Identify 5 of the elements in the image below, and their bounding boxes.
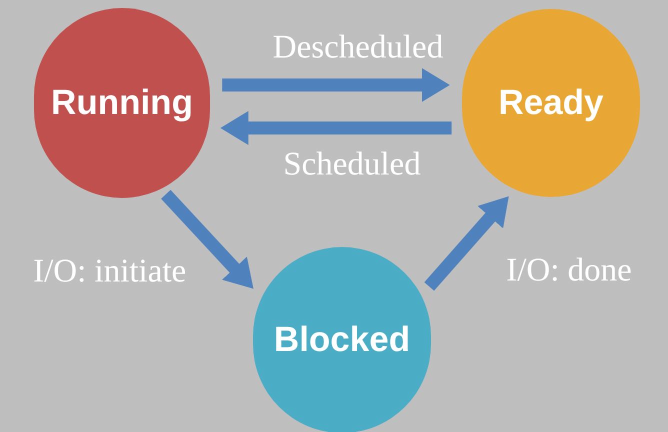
state-name: Running	[51, 82, 193, 124]
state-name: Ready	[498, 82, 604, 124]
arrow	[222, 68, 450, 102]
arrow	[220, 111, 452, 145]
state-name: Blocked	[274, 319, 410, 362]
